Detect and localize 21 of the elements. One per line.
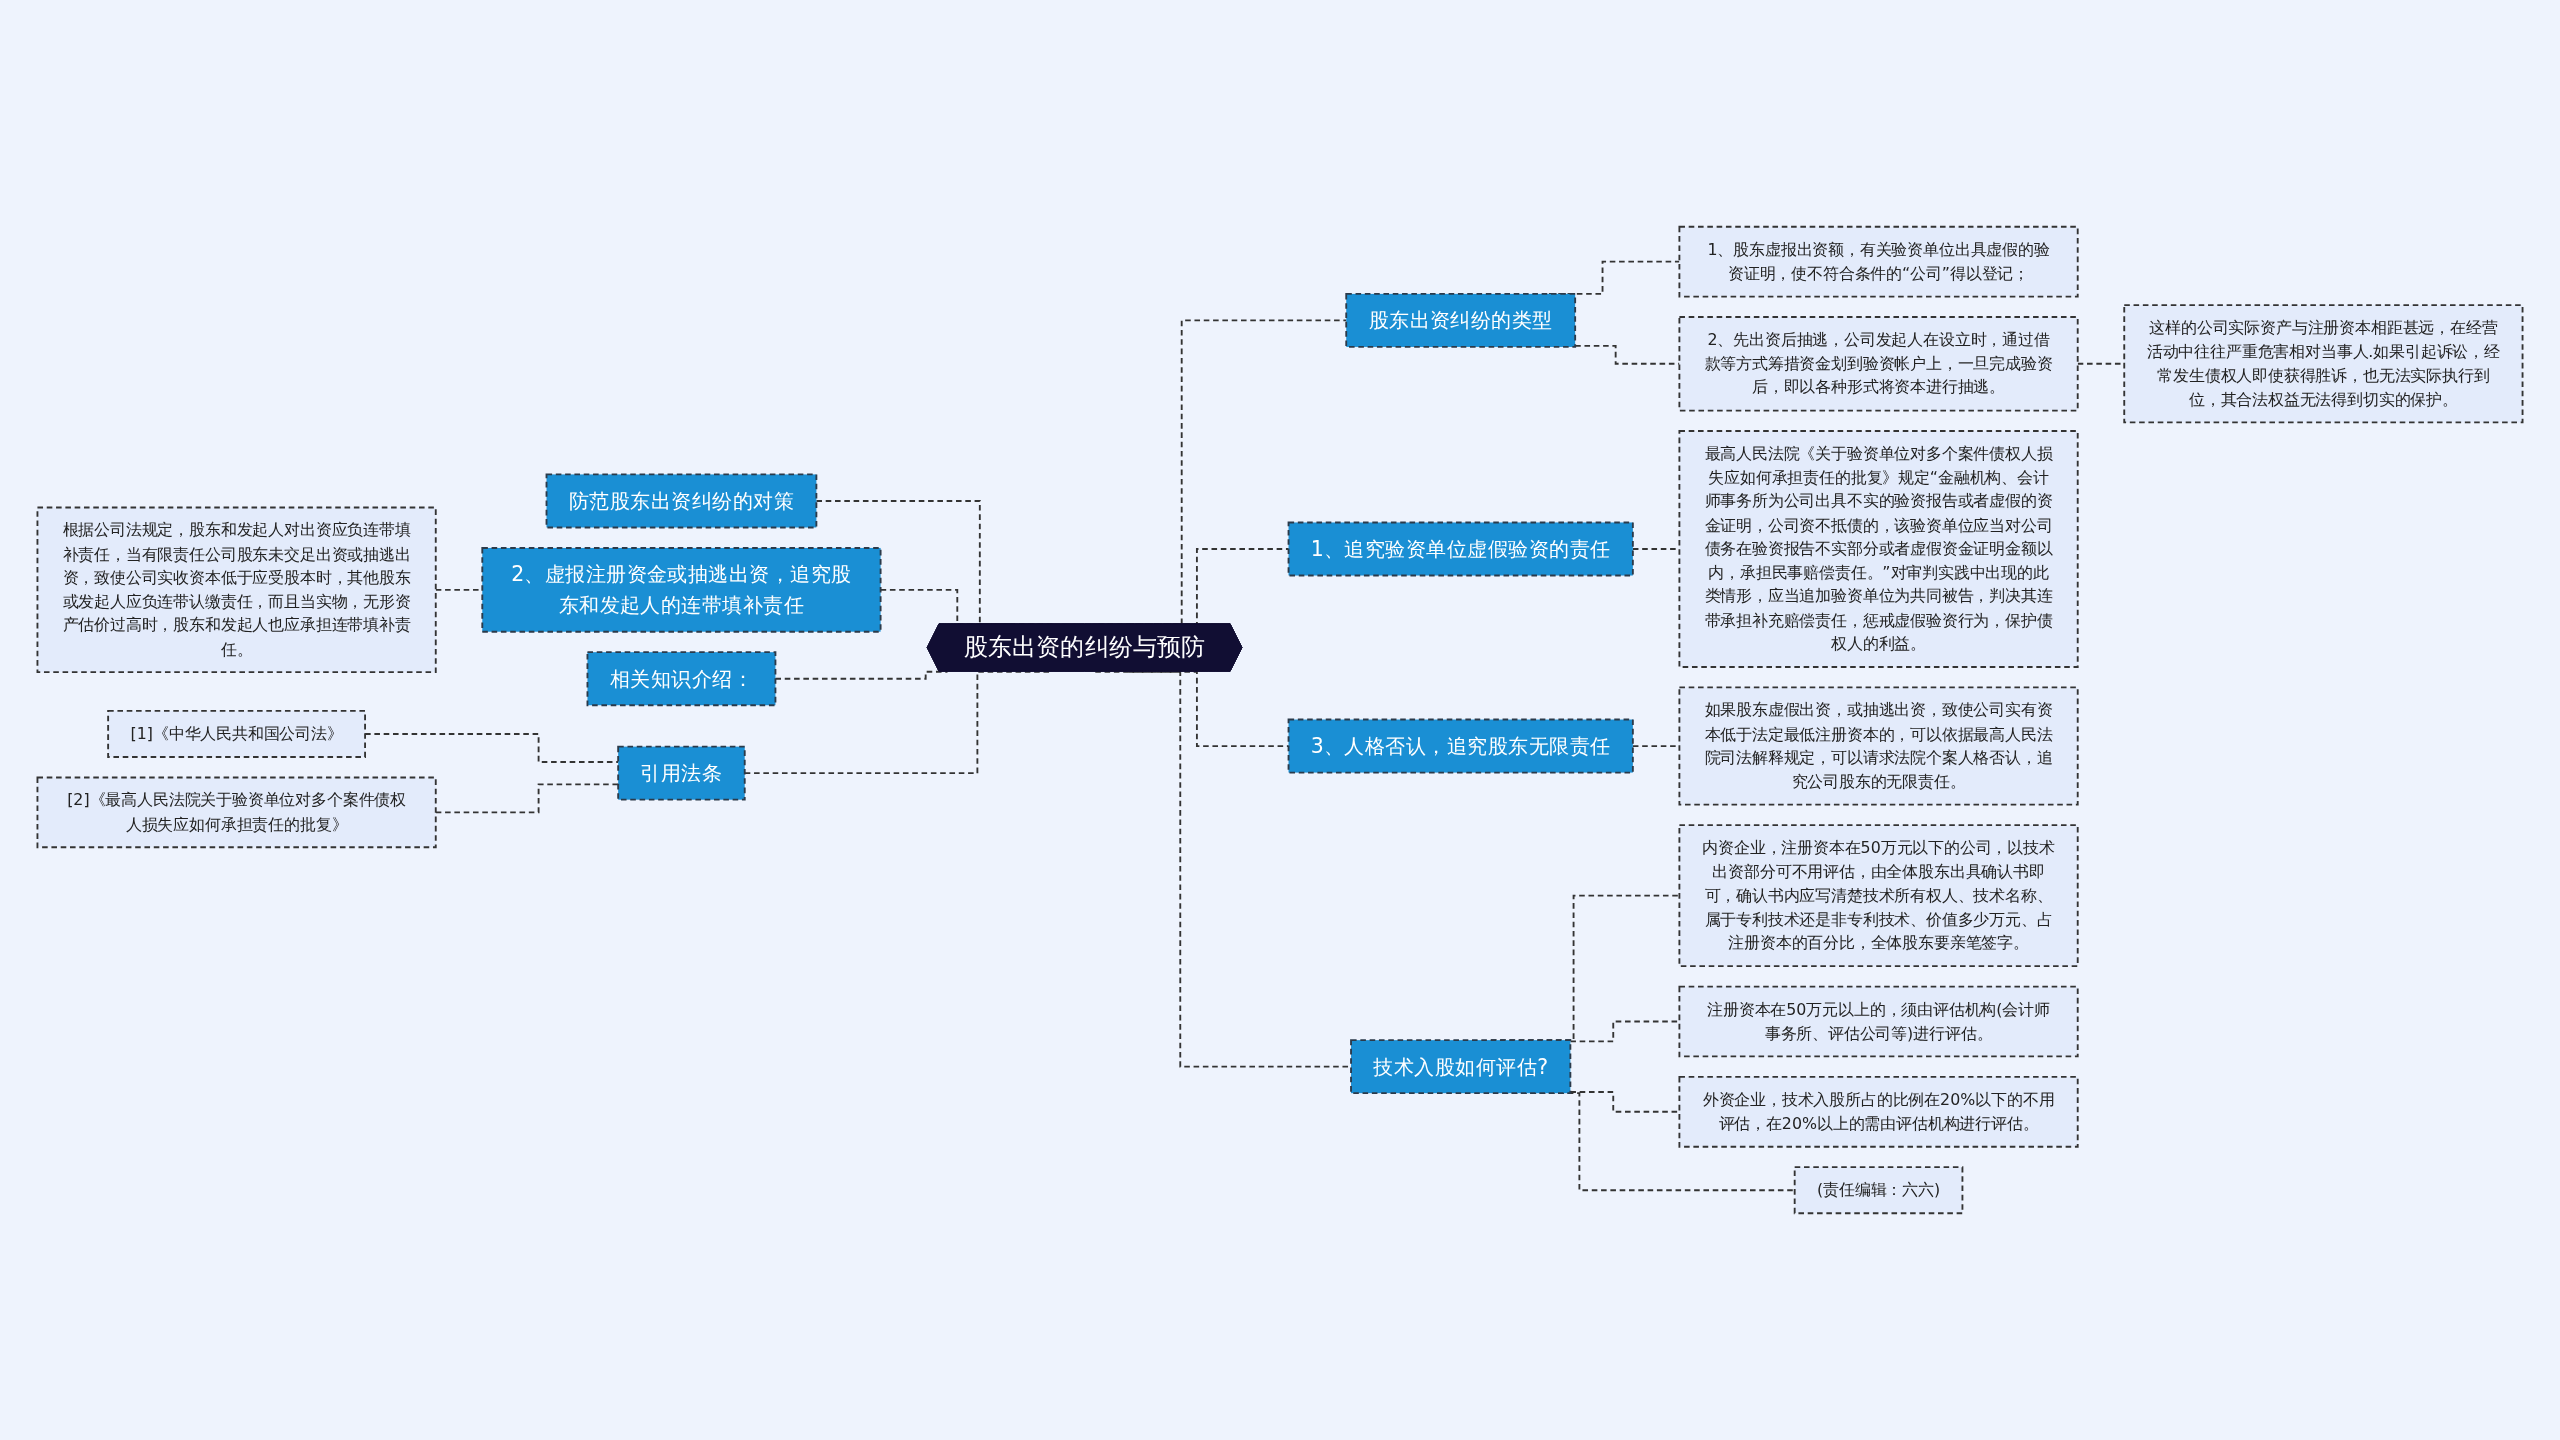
node-box: 防范股东出资纠纷的对策 xyxy=(545,473,818,529)
node-box: 外资企业，技术入股所占的比例在20%以下的不用评估，在20%以上的需由评估机构进行评估。 xyxy=(1678,1075,2079,1148)
node-box: 股东出资纠纷的类型 xyxy=(1345,292,1577,348)
node-box: 3、人格否认，追究股东无限责任 xyxy=(1287,718,1634,774)
node-box: 1、股东虚报出资额，有关验资单位出具虚假的验资证明，使不符合条件的“公司”得以登记； xyxy=(1678,225,2079,298)
node-box: (责任编辑：六六) xyxy=(1793,1166,1964,1215)
connector xyxy=(364,733,620,763)
node-box: [2]《最高人民法院关于验资单位对多个案件债权人损失应如何承担责任的批复》 xyxy=(36,776,437,849)
node-box: [1]《中华人民共和国公司法》 xyxy=(107,710,366,758)
node-box: 这样的公司实际资产与注册资本相距甚远，在经营活动中往往严重危害相对当事人.如果引起诉讼，经常发生债权人即使获得胜诉，也无法实际执行到位，其合法权益无法得到切实的保护。 xyxy=(2123,304,2524,424)
node-box: 2、先出资后抽逃，公司发起人在设立时，通过借款等方式筹措资金划到验资帐户上，一旦完成验资后，即以各种形式将资本进行抽逃。 xyxy=(1678,316,2079,412)
node-box: 引用法条 xyxy=(617,745,746,801)
node-box: 内资企业，注册资本在50万元以下的公司，以技术出资部分可不用评估，由全体股东出具确认书即可，确认书内应写清楚技术所有权人、技术名称、属于专利技术还是非专利技术、价值多少万元、占注册资本的百分比，全体股东要亲笔签字。 xyxy=(1678,824,2079,968)
node-box: 2、虚报注册资金或抽逃出资，追究股东和发起人的连带填补责任 xyxy=(481,547,882,633)
node-box: 如果股东虚假出资，或抽逃出资，致使公司实有资本低于法定最低注册资本的，可以依据最高人民法院司法解释规定，可以请求法院个案人格否认，追究公司股东的无限责任。 xyxy=(1678,686,2079,806)
node-box: 相关知识介绍： xyxy=(586,651,777,707)
node-box: 最高人民法院《关于验资单位对多个案件债权人损失应如何承担责任的批复》规定“金融机构、会计师事务所为公司出具不实的验资报告或者虚假的资金证明，公司资不抵债的，该验资单位应当对公司债务在验资报告不实部分或者虚假资金证明金额以内，承担民事赔偿责任。”对审判实践中出现的此类情形，应当追加验资单位为共同被告，判决其连带承担补充赔偿责任，惩戒虚假验资行为，保护债权人的利益。 xyxy=(1678,430,2079,668)
node-box: 注册资本在50万元以上的，须由评估机构(会计师事务所、评估公司等)进行评估。 xyxy=(1678,985,2079,1058)
node-box: 根据公司法规定，股东和发起人对出资应负连带填补责任，当有限责任公司股东未交足出资或抽逃出资，致使公司实收资本低于应受股本时，其他股东或发起人应负连带认缴责任，而且当实物，无形资产估价过高时，股东和发起人也应承担连带填补责任。 xyxy=(36,506,437,674)
node-box: 技术入股如何评估? xyxy=(1350,1039,1572,1095)
node-box: 1、追究验资单位虚假验资的责任 xyxy=(1287,521,1634,577)
